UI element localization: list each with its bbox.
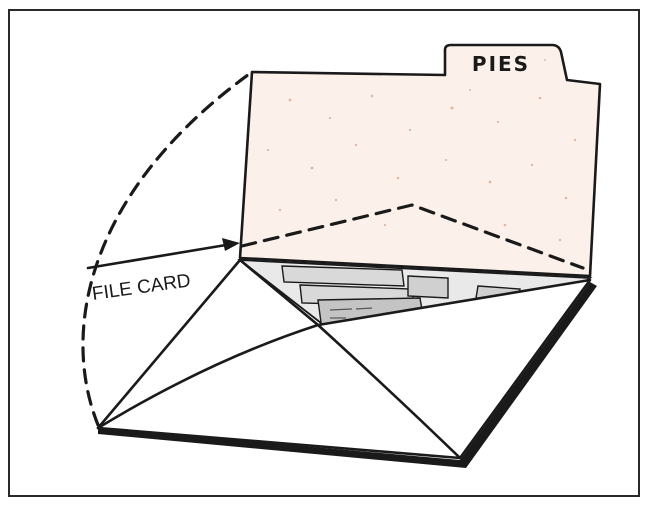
inner-card-3 xyxy=(408,276,448,298)
file-card-body xyxy=(240,45,600,276)
inner-card-1 xyxy=(282,266,404,286)
file-card: PIES xyxy=(240,45,600,276)
tab-label: PIES xyxy=(472,52,530,76)
